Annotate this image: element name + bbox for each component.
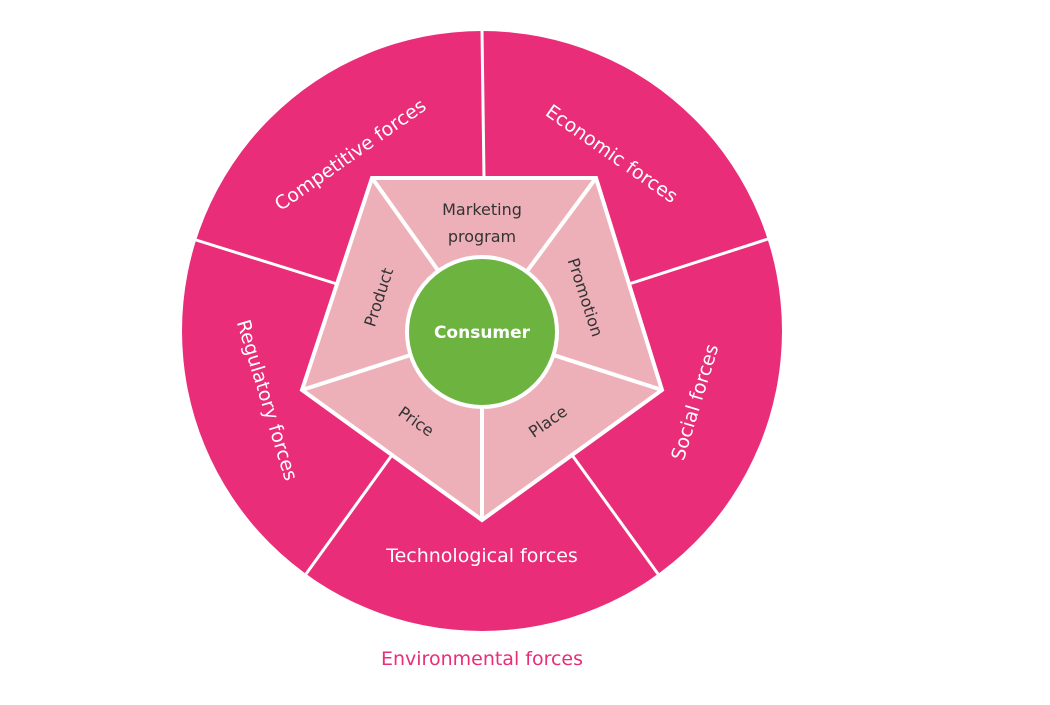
environmental-forces-label: Environmental forces <box>381 648 583 670</box>
marketing-program-label-line1: Marketing <box>442 200 522 219</box>
marketing-program-label-line2: program <box>448 227 516 246</box>
consumer-circle <box>405 255 559 409</box>
technological-forces-label: Technological forces <box>385 545 578 567</box>
consumer-label: Consumer <box>434 323 531 343</box>
outer-dividers <box>195 30 769 575</box>
